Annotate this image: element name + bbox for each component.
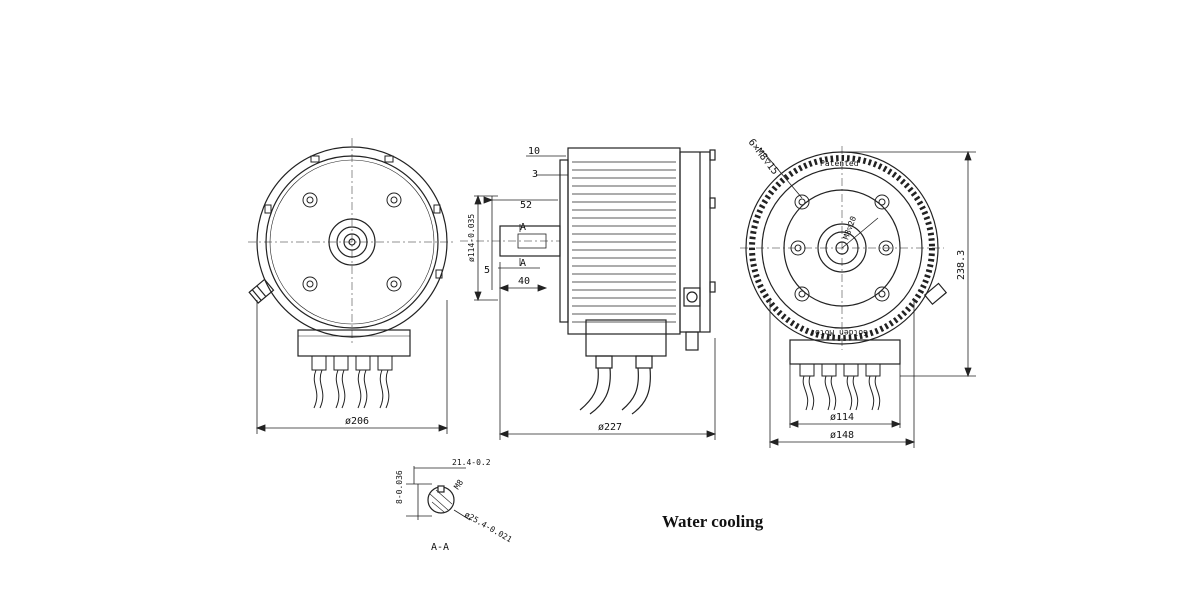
rear-outer-diameter-label: ø148 [830, 430, 854, 441]
rear-brand-text: Golden Motor [810, 328, 868, 337]
section-mark-top: A [520, 222, 526, 233]
section-mark-bottom: A [520, 258, 526, 269]
rear-patented-text: Patented [820, 159, 859, 168]
section-key-depth-label: 21.4-0.2 [452, 458, 491, 467]
section-title: A-A [431, 542, 449, 553]
front-view [248, 138, 456, 434]
side-view [460, 147, 717, 440]
section-thread-label: M8 [452, 478, 465, 491]
dim-top-10-label: 10 [528, 146, 540, 157]
section-shaft-diameter-label: ø25.4-0.021 [463, 510, 514, 544]
dim-key-40-label: 40 [518, 276, 530, 287]
rear-view [740, 146, 976, 448]
rear-bolt-label: 6×M8▽15 [746, 137, 781, 177]
side-length-label: ø227 [598, 422, 622, 433]
section-key-width-label: 8-0.036 [395, 470, 404, 504]
caption-title: Water cooling [662, 512, 764, 531]
dim-key-5-label: 5 [484, 265, 490, 276]
dim-top-3-label: 3 [532, 169, 538, 180]
front-diameter-label: ø206 [345, 416, 369, 427]
dim-shaft-diameter-label: ø114-0.035 [467, 214, 476, 262]
dim-shaft-length-label: 52 [520, 200, 532, 211]
section-view [406, 466, 471, 521]
rear-inner-diameter-label: ø114 [830, 412, 854, 423]
rear-height-label: 238.3 [956, 250, 967, 280]
